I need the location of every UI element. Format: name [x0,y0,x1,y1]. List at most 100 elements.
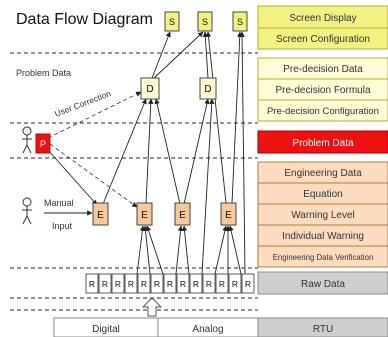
s-node-3 [232,11,248,32]
digital-label: Digital [92,324,120,335]
screen-display-label: Screen Display [289,13,356,24]
flow-d-to-s2 [153,31,204,79]
flow-r-to-e4-c [228,225,242,275]
s-node-2 [197,11,213,32]
upload-arrow-icon [141,297,163,317]
warning-level-label: Warning Level [291,210,355,221]
flow-e4-to-s2 [205,31,227,204]
r-node-1-label: R [89,279,95,289]
user-correction-label: User Correction [53,88,112,119]
operator-figure-icon [22,197,32,225]
screen-panel: Screen Display Screen Configuration [257,5,388,50]
raw-data-box [257,271,388,295]
e-node-3-label: E [179,210,186,221]
flow-r-to-d2 [201,98,215,275]
problem-data-label: Problem Data [292,138,354,149]
flow-e1-to-d [102,98,147,205]
r-node-13 [241,273,255,294]
r-node-4-label: R [128,279,134,289]
flow-r-to-e4-a [214,225,228,275]
decision-nodes: D D [140,77,217,100]
raw-data-label: Raw Data [301,279,345,290]
flow-user-correction [47,91,142,139]
r-node-12-label: R [232,279,238,289]
engineering-data-verification-box [257,245,388,268]
raw-nodes: R R R R R R R R R R R R R [85,273,255,294]
r-node-7-label: R [167,279,173,289]
r-node-6-label: R [154,279,160,289]
e-node-2-label: E [141,210,148,221]
s-node-2-label: S [202,17,208,27]
e-node-2 [136,202,153,226]
problem-panel: Problem Data [257,130,388,154]
individual-warning-label: Individual Warning [282,231,364,242]
flow-r-to-e3-a [175,225,184,275]
flow-p-to-e1 [47,149,98,206]
pre-decision-configuration-box [257,99,388,122]
engineering-data-verification-label: Engineering Data Verification [273,253,374,262]
raw-data-panel: Raw Data [257,271,388,295]
problem-data-left-label: Problem Data [16,68,71,78]
r-node-5-label: R [141,279,147,289]
e-node-1-label: E [97,210,104,221]
screen-configuration-label: Screen Configuration [276,34,370,45]
r-node-3 [111,273,125,294]
engineering-panel: Engineering Data Equation Warning Level … [257,161,388,268]
r-node-7 [163,273,177,294]
r-node-12 [228,273,242,294]
r-node-3-label: R [115,279,121,289]
d-node-1 [140,77,160,100]
dashed-connectors [47,91,142,208]
p-node-label: P [40,139,46,149]
d-node-2 [199,77,217,100]
problem-data-box [257,130,388,154]
r-node-10-label: R [206,279,212,289]
r-node-6 [150,273,164,294]
p-node [35,133,51,154]
flow-r-to-e3-b [181,225,190,275]
rtu-box [257,317,388,337]
flow-d-to-s1 [151,31,171,79]
equation-label: Equation [303,189,342,200]
bottom-panel: Digital Analog RTU [53,317,388,337]
r-node-11-label: R [219,279,225,289]
r-node-4 [124,273,138,294]
flow-e3-to-d [154,98,181,205]
e-node-4 [220,202,237,226]
raw-to-e-connectors [136,31,246,275]
flow-r-to-s3 [239,31,246,275]
flow-d2-to-s2 [202,31,209,79]
connectors [44,31,243,216]
flow-r-to-e2-c [145,225,164,275]
screen-nodes: S S S [164,11,248,32]
d-node-2-label: D [204,84,211,95]
r-node-11 [215,273,229,294]
e-node-1 [92,202,109,226]
r-node-9-label: R [193,279,199,289]
predecision-panel: Pre-decision Data Pre-decision Formula P… [257,57,388,122]
flow-e4-to-s3 [231,31,243,204]
d-node-1-label: D [146,84,153,95]
r-node-2 [98,273,112,294]
screen-configuration-box [257,27,388,50]
flow-e3-to-d2 [183,98,210,205]
problem-node: P [35,133,51,154]
r-node-10 [202,273,216,294]
diagram-title: Data Flow Diagram [16,11,153,28]
r-node-2-label: R [102,279,108,289]
manual-label: Manual [44,198,74,208]
analog-label: Analog [192,324,223,335]
pre-decision-configuration-label: Pre-decision Configuration [267,106,379,117]
r-node-5 [137,273,151,294]
engineering-nodes: E E E E [92,202,237,226]
s-node-1-label: S [169,17,175,27]
input-label: Input [52,221,73,231]
pre-decision-formula-label: Pre-decision Formula [275,85,370,96]
flow-r-to-e2-a [136,225,146,275]
rtu-label: RTU [313,324,333,335]
e-node-3 [174,202,191,226]
r-node-13-label: R [245,279,251,289]
e-node-4-label: E [225,210,232,221]
user-figure-icon [22,126,32,154]
